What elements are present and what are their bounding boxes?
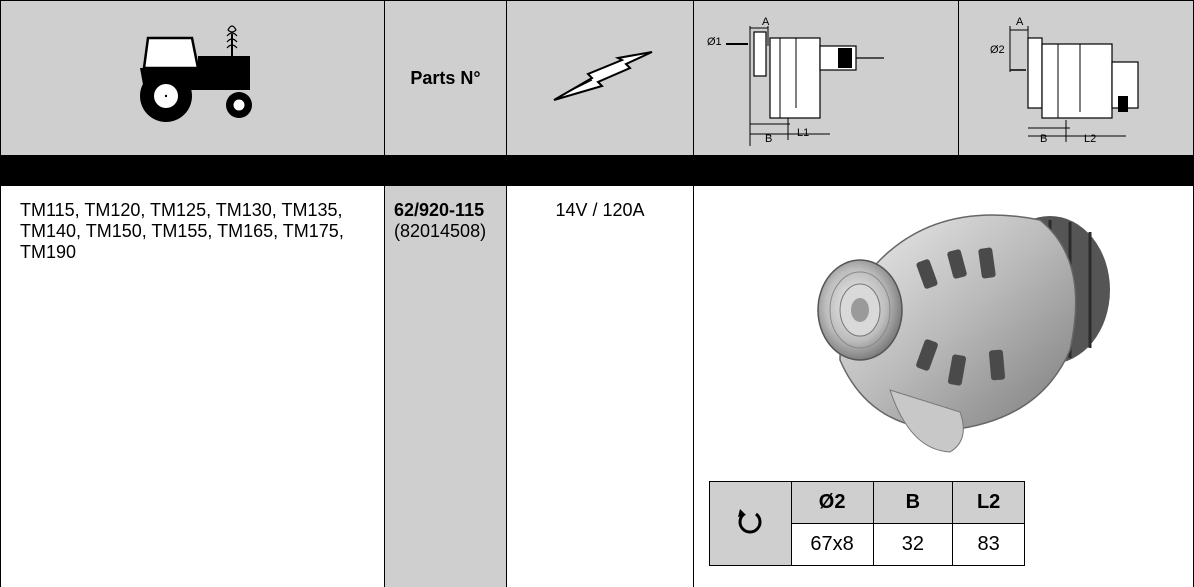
clockwise-rotation-icon — [736, 508, 764, 541]
parts-column-bg — [385, 186, 506, 587]
dim-header-l: L2 — [952, 481, 1025, 524]
dia1-a-label: A — [762, 16, 770, 28]
section-divider-band — [0, 156, 1194, 186]
dia2-l-label: L2 — [1084, 133, 1097, 145]
dia2-a-label: A — [1016, 16, 1024, 28]
rotation-cell — [709, 481, 792, 566]
dim-header-dia: Ø2 — [790, 481, 874, 524]
models-text: TM115, TM120, TM125, TM130, TM135, TM140… — [20, 200, 344, 262]
dia1-label: Ø1 — [707, 36, 722, 48]
dim-value-dia: 67x8 — [790, 523, 874, 566]
dimension-table: Ø2 B L2 67x8 32 83 — [709, 481, 1025, 566]
dim-value-b: 32 — [872, 523, 954, 566]
part-number: 62/920-115 — [394, 200, 485, 220]
alternator-diagram-2 — [970, 8, 1170, 150]
alternator-image — [800, 190, 1130, 470]
dim-value-l: 83 — [952, 523, 1025, 566]
dia2-label: Ø2 — [990, 44, 1005, 56]
reference-number: (82014508) — [394, 221, 487, 241]
alternator-diagram-1 — [700, 8, 890, 150]
lightning-icon — [548, 48, 658, 108]
dia1-l-label: L1 — [797, 127, 810, 139]
tractor-icon — [130, 20, 270, 130]
dia2-b-label: B — [1040, 133, 1048, 145]
dim-header-b: B — [872, 481, 954, 524]
voltage-text: 14V / 120A — [555, 200, 645, 220]
part-number-cell: 62/920-115 (82014508) — [394, 200, 506, 242]
dia1-b-label: B — [765, 133, 773, 145]
parts-number-header: Parts N° — [410, 67, 481, 88]
